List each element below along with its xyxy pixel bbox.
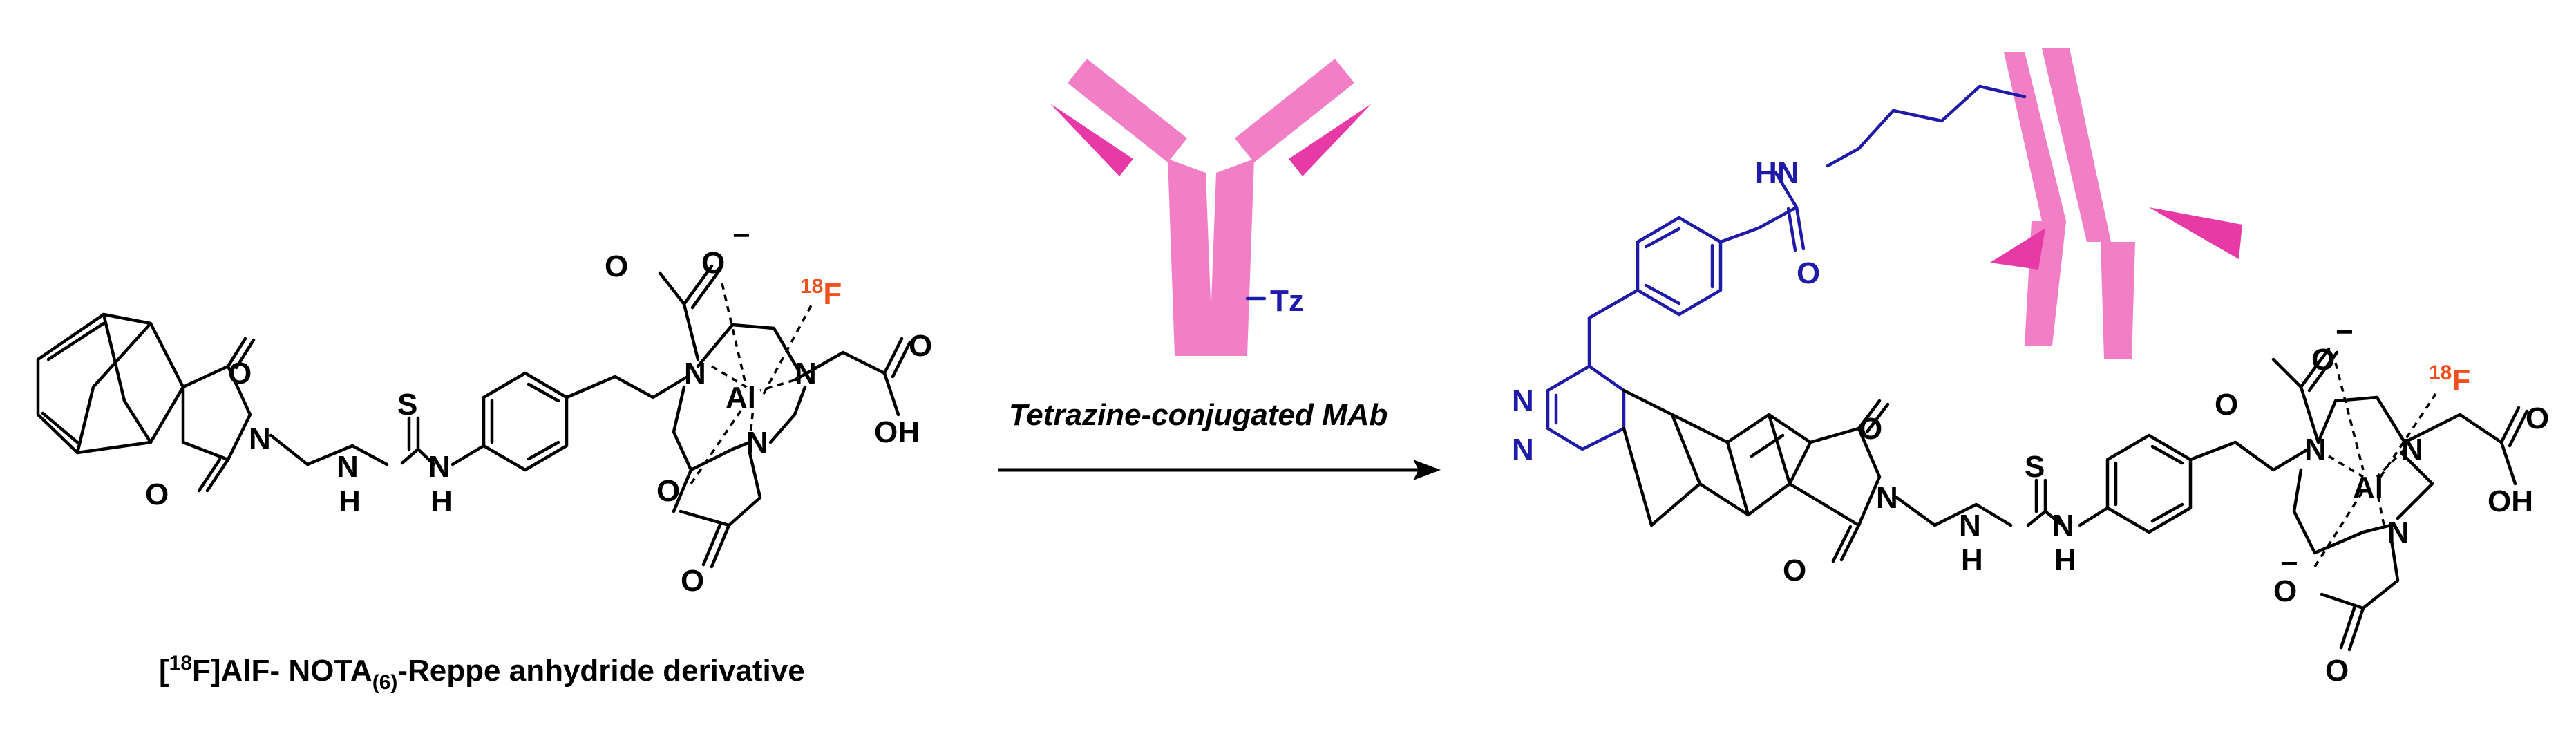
reactant-atom-O: O — [701, 246, 725, 280]
reactant-atom-O: O — [681, 564, 704, 598]
reactant-structure: O O N N H S N H N N N Al O O − O OH O O … — [36, 218, 932, 598]
product-atom-H: H — [1961, 543, 1983, 577]
reaction-arrow — [998, 460, 1441, 480]
product-antibody — [1990, 48, 2242, 359]
product-atom-Al: Al — [2353, 471, 2383, 504]
reactant-atom-H: H — [339, 484, 361, 518]
tetrazine-label: Tz — [1270, 284, 1304, 318]
reactant-atom-OH: OH — [874, 415, 920, 449]
product-linker — [1546, 84, 2027, 451]
reactant-atom-H: H — [430, 484, 453, 518]
product-structure: O O N N H S N H N N N Al O O − O OH O − … — [1622, 315, 2549, 688]
product-atom-N: N — [2052, 509, 2074, 543]
reactant-atom-O: O — [228, 357, 252, 390]
reactant-atom-N: N — [795, 357, 817, 390]
product-atom-OH: OH — [2488, 484, 2533, 518]
product-atom-O: O — [2325, 654, 2349, 688]
reactant-atom-Al: Al — [726, 381, 756, 415]
reactant-atom-O: O — [605, 249, 628, 283]
product-atom-HN: HN — [1755, 156, 1799, 190]
product-atom-N: N — [2387, 516, 2409, 549]
antibody-reagent-icon — [1050, 59, 1372, 356]
product-atom-N: N — [2401, 433, 2423, 466]
product-charge-minus: − — [2280, 547, 2298, 581]
reactant-atom-O: O — [656, 474, 680, 508]
reactant-atom-N: N — [428, 450, 451, 484]
reactant-charge-minus: − — [732, 218, 750, 252]
arrow-label: Tetrazine-conjugated MAb — [1009, 398, 1388, 432]
reactant-atom-N: N — [337, 450, 359, 484]
product-atom-O: O — [1859, 412, 1882, 446]
product-atom-N: N — [1512, 433, 1534, 466]
product-atom-N: N — [2304, 433, 2327, 466]
product-atom-O: O — [2526, 402, 2549, 435]
reactant-fluorine-18: 18F — [800, 275, 842, 311]
product-atom-H: H — [2054, 543, 2076, 577]
product-atom-N: N — [1959, 509, 1981, 543]
reactant-atom-N: N — [249, 422, 271, 456]
product-atom-O: O — [2273, 574, 2297, 608]
product-atom-O: O — [2311, 343, 2335, 377]
product-fluorine-18: 18F — [2429, 361, 2470, 397]
product-atom-O: O — [1797, 256, 1820, 290]
product-atom-N: N — [1876, 481, 1898, 515]
reactant-atom-O: O — [145, 478, 169, 511]
product-atom-O: O — [1783, 554, 1806, 587]
product-charge-minus: − — [2336, 315, 2354, 349]
product-atom-S: S — [2025, 450, 2045, 484]
reactant-caption: [18F]AlF- NOTA(6)-Reppe anhydride deriva… — [159, 652, 805, 694]
reactant-atom-S: S — [397, 388, 417, 422]
reactant-atom-O: O — [909, 329, 932, 363]
reactant-atom-N: N — [746, 426, 768, 460]
product-atom-N: N — [1512, 384, 1534, 418]
reactant-atom-N: N — [684, 357, 706, 390]
product-atom-O: O — [2215, 388, 2238, 422]
